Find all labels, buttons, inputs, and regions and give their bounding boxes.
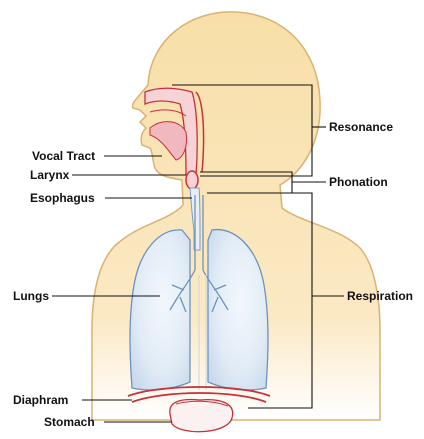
label-phonation: Phonation	[329, 175, 388, 189]
label-lungs: Lungs	[13, 289, 49, 303]
label-vocal-tract: Vocal Tract	[32, 149, 95, 163]
label-larynx: Larynx	[30, 168, 70, 182]
label-diaphram: Diaphram	[13, 393, 68, 407]
label-esophagus: Esophagus	[30, 191, 95, 205]
label-stomach: Stomach	[44, 415, 95, 429]
label-respiration: Respiration	[347, 289, 413, 303]
larynx	[186, 171, 198, 189]
label-resonance: Resonance	[329, 120, 393, 134]
